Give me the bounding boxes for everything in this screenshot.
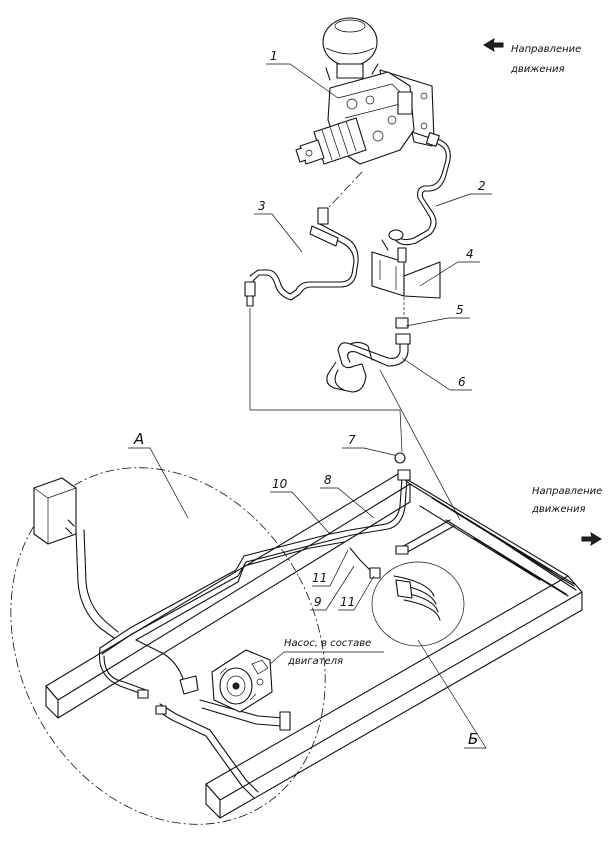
booster-unit — [295, 17, 435, 165]
callout-9: 9 — [314, 595, 322, 609]
pipes-frame — [99, 469, 455, 655]
direction-arrow-top-icon — [483, 37, 504, 53]
pump-note-line2: двигателя — [287, 656, 343, 667]
callout-4: 4 — [466, 247, 474, 261]
reservoir-box — [33, 477, 77, 545]
hose-6 — [326, 317, 411, 393]
direction-arrow-right-icon — [581, 531, 602, 547]
callout-6: 6 — [458, 375, 466, 389]
view-a-ellipse — [10, 467, 326, 825]
direction-note-right: Направление движения — [531, 486, 602, 547]
pipe-2 — [388, 132, 451, 246]
callout-1: 1 — [270, 49, 278, 63]
direction-label-top-line1: Направление — [511, 44, 581, 55]
pipe-3 — [244, 171, 363, 307]
pump-note-line1: Насос, в составе — [284, 638, 371, 649]
engine-pump — [211, 649, 273, 713]
direction-note-top: Направление движения — [483, 37, 581, 75]
leader-lines — [128, 63, 492, 749]
direction-label-right-line1: Направление — [532, 486, 602, 497]
direction-label-top-line2: движения — [510, 64, 565, 75]
view-b-circle — [371, 561, 465, 647]
callout-11-left: 11 — [312, 571, 327, 585]
pipes-view-a — [75, 529, 291, 799]
bracket-4 — [371, 239, 441, 318]
callout-8: 8 — [324, 473, 332, 487]
callout-5: 5 — [456, 303, 464, 317]
view-label-b: Б — [468, 730, 478, 748]
callouts: 1 2 3 4 5 6 7 8 9 10 11 11 А Б — [133, 49, 486, 748]
vehicle-frame — [45, 473, 583, 819]
callout-11-right: 11 — [340, 595, 355, 609]
direction-label-right-line2: движения — [531, 504, 586, 515]
pump-note: Насос, в составе двигателя — [284, 638, 371, 667]
callout-3: 3 — [258, 199, 266, 213]
view-label-a: А — [133, 430, 144, 448]
callout-7: 7 — [348, 433, 356, 447]
callout-2: 2 — [478, 179, 486, 193]
callout-10: 10 — [272, 477, 288, 491]
